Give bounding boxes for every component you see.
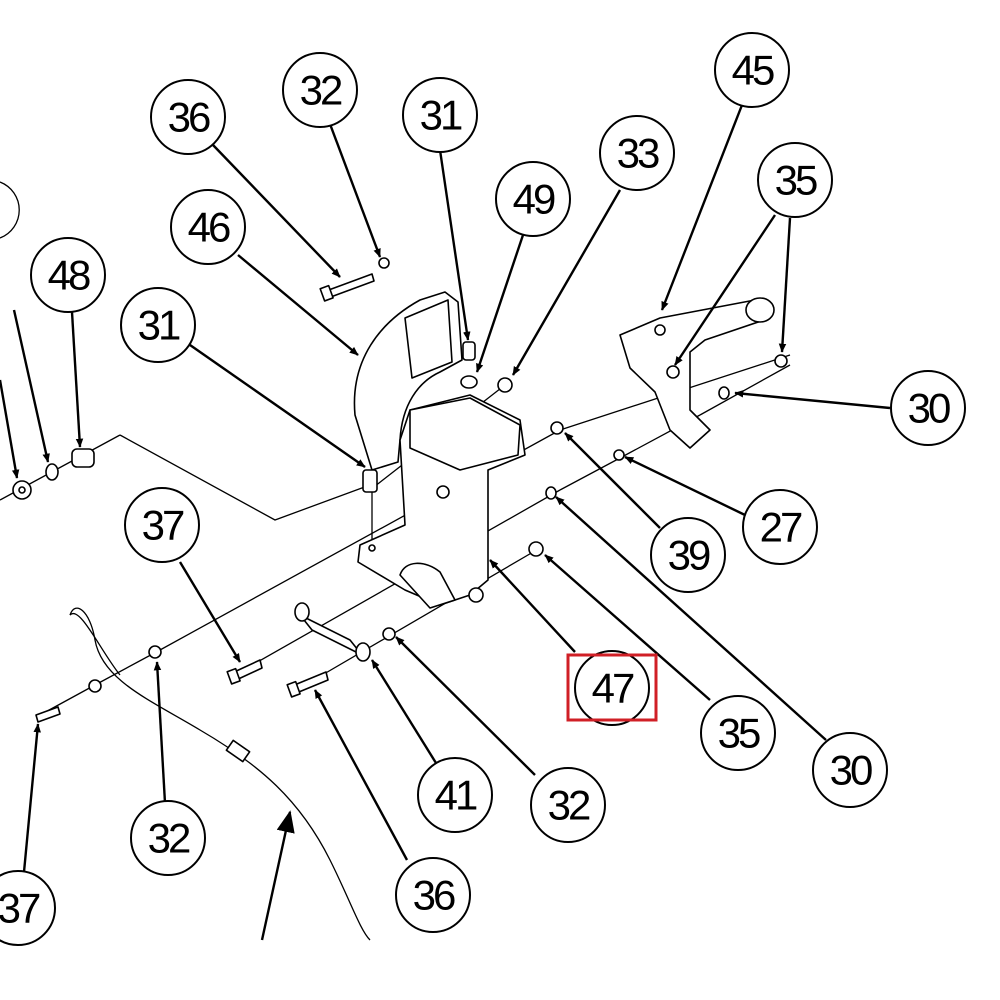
svg-text:32: 32 — [300, 67, 342, 114]
callout-37: 37 — [124, 487, 200, 563]
callout-46: 46 — [170, 189, 246, 265]
svg-text:41: 41 — [435, 772, 477, 819]
callout-35: 35 — [700, 695, 776, 771]
svg-text:30: 30 — [830, 747, 872, 794]
callout-35: 35 — [757, 142, 833, 218]
callout-48: 48 — [30, 237, 106, 313]
svg-text:31: 31 — [138, 302, 180, 349]
callout-27: 27 — [742, 489, 818, 565]
callout-49: 49 — [495, 161, 571, 237]
cable — [69, 607, 371, 941]
svg-text:32: 32 — [148, 815, 190, 862]
svg-text:33: 33 — [617, 130, 659, 177]
partial-callout-edge — [0, 181, 20, 239]
callout-36: 36 — [150, 79, 226, 155]
callout-32: 32 — [282, 52, 358, 128]
svg-text:31: 31 — [420, 92, 462, 139]
callout-41: 41 — [417, 757, 493, 833]
callout-45: 45 — [714, 32, 790, 108]
callout-37: 37 — [0, 870, 56, 946]
svg-text:47: 47 — [592, 665, 634, 712]
callout-31: 31 — [402, 77, 478, 153]
callout-32: 32 — [530, 767, 606, 843]
svg-text:37: 37 — [0, 885, 40, 932]
highlight-box — [566, 653, 658, 722]
svg-text:48: 48 — [48, 252, 90, 299]
svg-text:45: 45 — [732, 47, 774, 94]
leader-lines — [0, 104, 891, 941]
svg-text:36: 36 — [168, 94, 210, 141]
svg-text:35: 35 — [718, 710, 760, 757]
callout-30: 30 — [812, 732, 888, 808]
svg-text:37: 37 — [142, 502, 184, 549]
bracket-46 — [353, 291, 463, 471]
svg-text:46: 46 — [188, 204, 230, 251]
svg-text:27: 27 — [760, 504, 802, 551]
svg-text:39: 39 — [668, 532, 710, 579]
svg-text:49: 49 — [513, 176, 555, 223]
svg-text:30: 30 — [908, 385, 950, 432]
callout-30: 30 — [890, 370, 966, 446]
callout-31: 31 — [120, 287, 196, 363]
svg-text:36: 36 — [413, 872, 455, 919]
bracket-45 — [619, 297, 775, 449]
callout-36: 36 — [395, 857, 471, 933]
svg-text:32: 32 — [548, 782, 590, 829]
callout-33: 33 — [599, 115, 675, 191]
callout-47: 47 — [566, 650, 658, 726]
callout-39: 39 — [650, 517, 726, 593]
callout-32: 32 — [130, 800, 206, 876]
bracket-47 — [357, 394, 526, 609]
hardware — [12, 257, 788, 723]
svg-text:35: 35 — [775, 157, 817, 204]
